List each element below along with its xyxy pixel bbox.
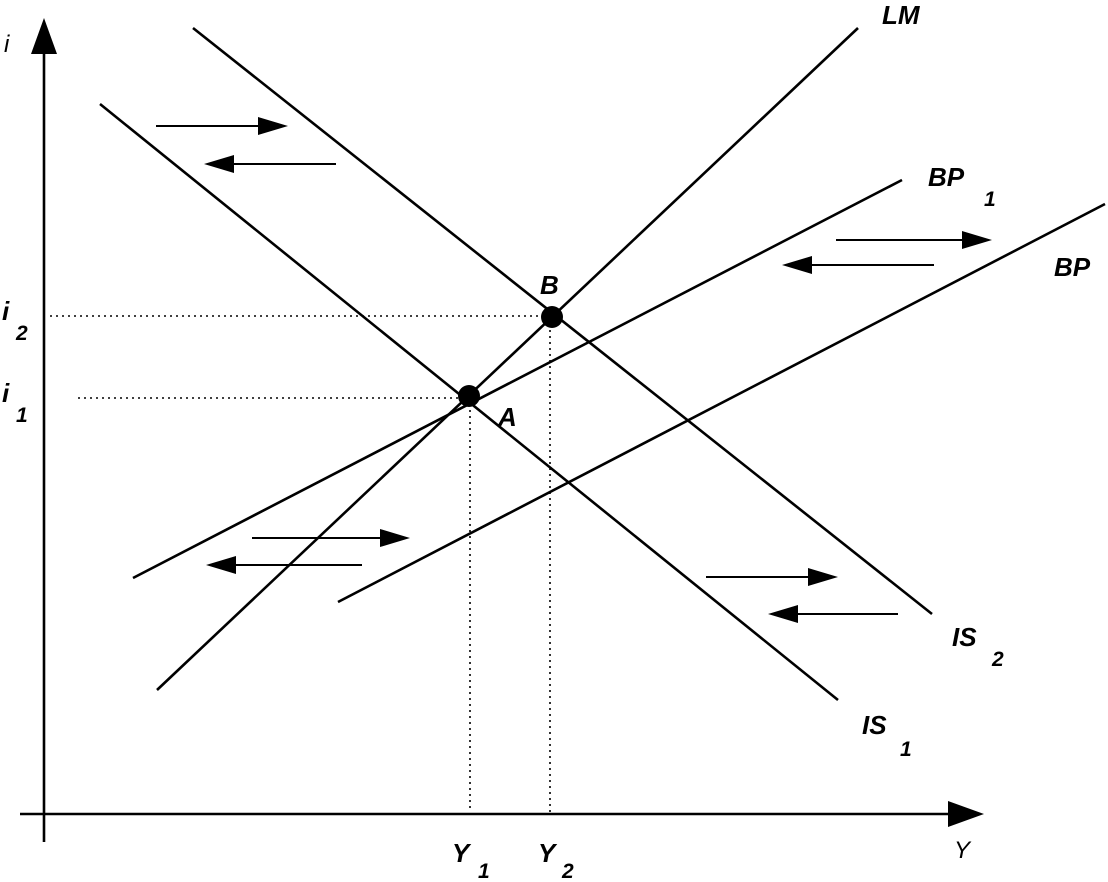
y-axis-arrowhead — [31, 18, 57, 54]
x-axis-arrowhead — [948, 801, 984, 827]
arrow-left-lower-left — [206, 556, 362, 574]
is2-label: IS 2 — [952, 622, 1004, 671]
arrow-left-upper-right — [782, 256, 934, 274]
y1-tick-label: Y 1 — [452, 838, 490, 882]
lm-curve — [156, 27, 859, 691]
bp1-label-main: BP — [928, 162, 965, 192]
point-a-marker — [458, 385, 480, 407]
bp-label: BP — [1054, 252, 1091, 282]
point-b-label: B — [540, 270, 559, 300]
y-axis-label: i — [4, 31, 10, 58]
i2-tick-main: i — [2, 296, 10, 326]
y2-tick-label: Y 2 — [538, 838, 574, 882]
is2-label-subscript: 2 — [991, 648, 1004, 671]
arrow-right-lower-left — [252, 529, 410, 547]
i1-tick-label: i 1 — [2, 378, 28, 427]
is2-label-main: IS — [952, 622, 977, 652]
i2-tick-subscript: 2 — [15, 322, 28, 345]
bp1-label-subscript: 1 — [984, 188, 996, 211]
arrow-left-lower-right — [768, 605, 898, 623]
arrow-right-upper-left — [156, 117, 288, 135]
arrow-right-upper-right — [836, 231, 992, 249]
is1-label: IS 1 — [862, 710, 912, 761]
arrow-right-lower-right — [706, 568, 838, 586]
i1-tick-subscript: 1 — [16, 404, 28, 427]
y1-tick-main: Y — [452, 838, 472, 868]
i1-tick-main: i — [2, 378, 10, 408]
y1-tick-subscript: 1 — [478, 860, 490, 882]
is1-label-main: IS — [862, 710, 887, 740]
y2-tick-subscript: 2 — [561, 860, 574, 882]
bp1-label: BP 1 — [928, 162, 996, 211]
y2-tick-main: Y — [538, 838, 558, 868]
is1-label-subscript: 1 — [900, 738, 912, 761]
is2-curve — [192, 26, 933, 616]
x-axis-label: Y — [954, 837, 972, 864]
arrow-left-upper-left — [204, 155, 336, 173]
bp-curve — [337, 202, 1106, 604]
point-a-label: A — [497, 402, 517, 432]
lm-label: LM — [882, 0, 921, 30]
bp1-curve — [132, 178, 903, 580]
i2-tick-label: i 2 — [2, 296, 28, 345]
point-b-marker — [541, 306, 563, 328]
